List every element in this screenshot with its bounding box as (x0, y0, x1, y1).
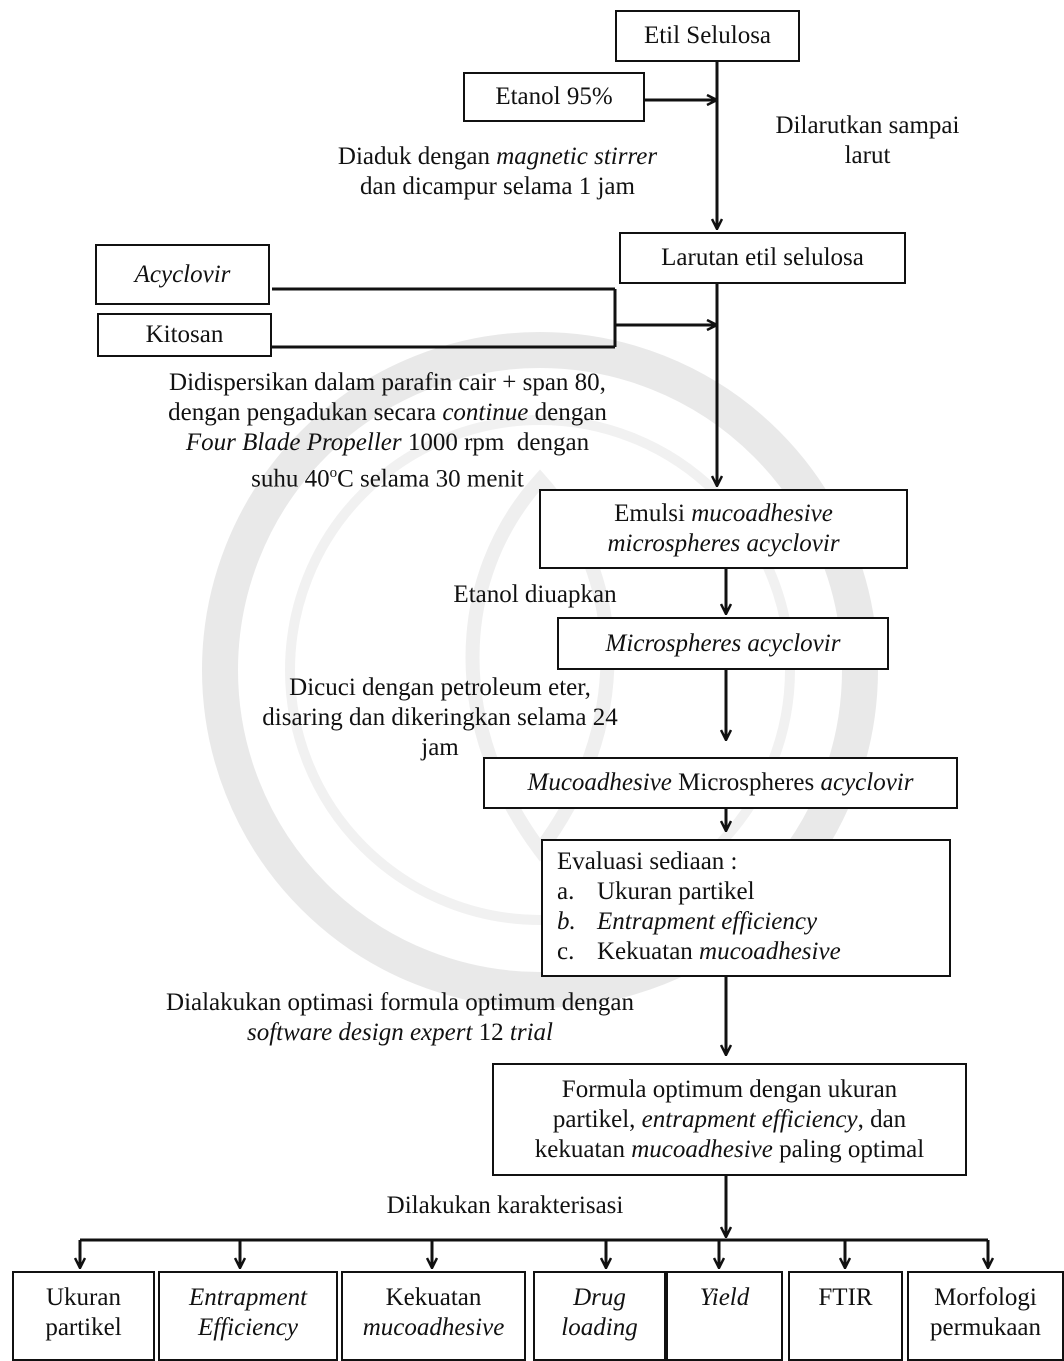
step-dilarutkan-2: larut (844, 142, 891, 169)
node-formula-text-2b: entrapment efficiency (641, 1105, 858, 1133)
step-optimasi-1: Dialakukan optimasi formula optimum deng… (166, 989, 634, 1016)
node-acyclovir-label: Acyclovir (134, 260, 231, 288)
node-larutan-label: Larutan etil selulosa (661, 244, 864, 271)
char-line-2: permukaan (929, 1314, 1042, 1341)
step-didispersi-1: Didispersikan dalam parafin cair + span … (169, 369, 606, 396)
step-karakterisasi-label: Dilakukan karakterisasi (386, 1192, 624, 1219)
evaluation-item: a. Ukuran partikel (557, 877, 841, 907)
node-formula-text-3c: paling optimal (772, 1135, 925, 1163)
node-formula-text-3b: mucoadhesive (631, 1135, 773, 1163)
char-morfologi-permukaan: Morfologi permukaan (907, 1271, 1064, 1361)
char-line-1: Ukuran (46, 1284, 121, 1311)
node-etanol-label: Etanol 95% (495, 83, 613, 110)
evaluation-marker: c. (557, 938, 575, 965)
char-line-1: FTIR (818, 1284, 873, 1311)
step-karakterisasi: Dilakukan karakterisasi (360, 1191, 650, 1221)
char-ftir: FTIR (788, 1271, 903, 1361)
node-emulsi: Emulsi mucoadhesive microspheres acyclov… (539, 489, 908, 569)
char-line-1: Entrapment (188, 1284, 308, 1311)
node-muco-text-2: Microspheres (671, 769, 821, 796)
step-diaduk-1b: magnetic stirrer (496, 143, 658, 170)
char-line-1: Yield (699, 1284, 750, 1311)
node-emulsi-text-3: microspheres acyclovir (607, 530, 840, 557)
step-didispersi-2b: continue (442, 399, 529, 426)
step-dilarutkan-1: Dilarutkan sampai (775, 112, 960, 139)
step-didispersikan: Didispersikan dalam parafin cair + span … (120, 368, 655, 494)
char-yield: Yield (666, 1271, 783, 1361)
step-optimasi: Dialakukan optimasi formula optimum deng… (140, 988, 660, 1048)
evaluation-item: c. Kekuatan mucoadhesive (557, 937, 841, 967)
node-emulsi-text-1: Emulsi (614, 500, 692, 527)
node-kitosan: Kitosan (97, 313, 272, 357)
char-kekuatan-mucoadhesive: Kekuatan mucoadhesive (341, 1271, 526, 1361)
step-etanol-diuapkan-label: Etanol diuapkan (453, 581, 617, 608)
node-formula-optimum: Formula optimum dengan ukuran partikel, … (492, 1063, 967, 1176)
step-didispersi-4c: C selama 30 menit (337, 465, 524, 493)
step-didispersi-4a: suhu 40 (251, 465, 330, 493)
node-larutan-etil-selulosa: Larutan etil selulosa (619, 232, 906, 284)
char-line-2: partikel (45, 1314, 122, 1341)
step-didispersi-4b: o (329, 465, 338, 481)
step-diaduk-1a: Diaduk dengan (337, 143, 497, 170)
step-didispersi-3b: 1000 rpm dengan (401, 429, 590, 456)
evaluation-marker: b. (557, 908, 576, 935)
step-didispersi-2c: dengan (528, 399, 607, 426)
node-microspheres-label: Microspheres acyclovir (605, 629, 841, 657)
node-formula-text-3a: kekuatan (534, 1135, 632, 1163)
node-acyclovir: Acyclovir (95, 244, 270, 305)
node-muco-text-1: Mucoadhesive (527, 769, 672, 796)
step-dicuci-3: jam (421, 734, 459, 761)
node-formula-text-2a: partikel, (552, 1105, 642, 1133)
step-didispersi-3a: Four Blade Propeller (185, 429, 402, 456)
char-line-1: Morfologi (934, 1284, 1037, 1311)
step-dicuci-2: disaring dan dikeringkan selama 24 (262, 704, 618, 731)
step-optimasi-2a: software design expert (246, 1019, 473, 1046)
step-didispersi-2a: dengan pengadukan secara (168, 399, 443, 426)
step-diaduk-2: dan dicampur selama 1 jam (360, 173, 635, 200)
char-line-2: Efficiency (198, 1314, 298, 1341)
char-line-1: Kekuatan (385, 1284, 482, 1311)
evaluation-text: Entrapment efficiency (597, 908, 818, 935)
evaluation-marker: a. (557, 878, 575, 905)
node-etil-selulosa: Etil Selulosa (615, 10, 800, 62)
evaluation-item: b. Entrapment efficiency (557, 907, 841, 937)
step-dilarutkan: Dilarutkan sampai larut (740, 111, 995, 171)
node-mucoadhesive-microspheres: Mucoadhesive Microspheres acyclovir (483, 757, 958, 809)
node-etanol: Etanol 95% (463, 72, 645, 122)
evaluation-title: Evaluasi sediaan : (557, 848, 738, 875)
node-evaluasi-sediaan: Evaluasi sediaan : a. Ukuran partikel b.… (541, 839, 951, 977)
university-seal-watermark (202, 332, 878, 1008)
char-drug-loading: Drug loading (533, 1271, 666, 1361)
step-etanol-diuapkan: Etanol diuapkan (420, 580, 650, 610)
node-microspheres-acyclovir: Microspheres acyclovir (557, 617, 889, 670)
char-line-2: mucoadhesive (362, 1314, 505, 1341)
step-optimasi-2c: trial (509, 1019, 553, 1046)
node-etil-selulosa-label: Etil Selulosa (643, 22, 772, 49)
evaluation-text-prefix: Kekuatan (597, 938, 700, 965)
evaluation-text: Ukuran partikel (597, 878, 755, 905)
step-dicuci-1: Dicuci dengan petroleum eter, (289, 674, 591, 701)
char-line-2: loading (561, 1314, 638, 1341)
step-dicuci: Dicuci dengan petroleum eter, disaring d… (240, 673, 640, 763)
char-line-1: Drug (573, 1284, 626, 1311)
node-formula-text-2c: , dan (857, 1105, 907, 1133)
step-diaduk: Diaduk dengan magnetic stirrer dan dicam… (290, 142, 705, 202)
evaluation-text: mucoadhesive (699, 938, 841, 965)
step-optimasi-2b: 12 (472, 1019, 510, 1046)
node-muco-text-3: acyclovir (820, 769, 914, 796)
char-ukuran-partikel: Ukuran partikel (12, 1271, 155, 1361)
node-kitosan-label: Kitosan (145, 321, 224, 348)
node-emulsi-text-2: mucoadhesive (691, 500, 833, 527)
node-formula-text-1: Formula optimum dengan ukuran (561, 1075, 898, 1103)
